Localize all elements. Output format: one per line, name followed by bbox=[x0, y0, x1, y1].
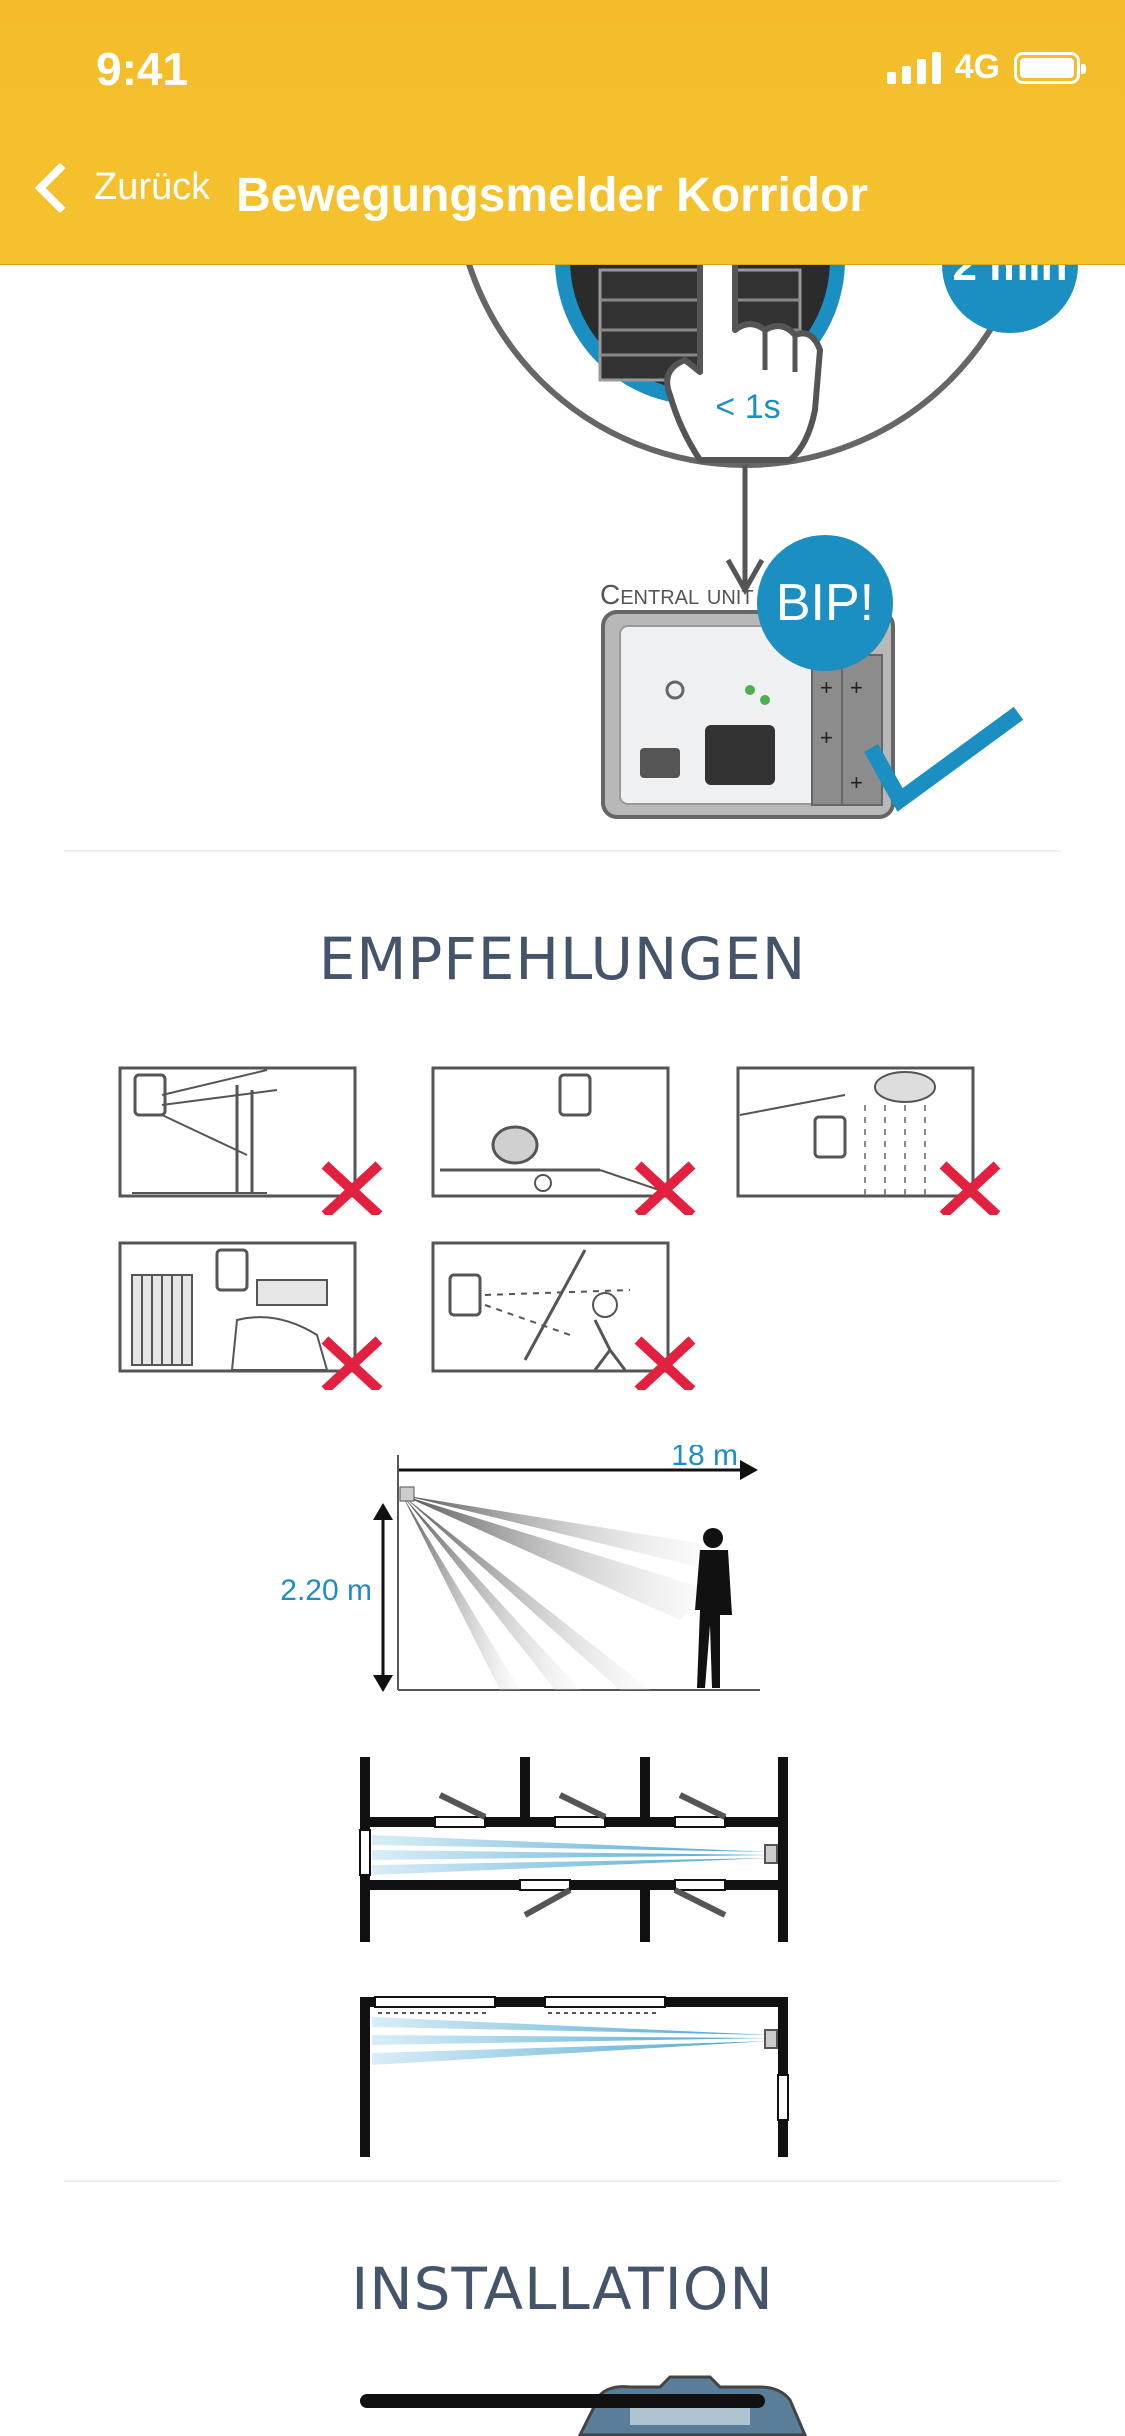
recommendation-heater bbox=[117, 1240, 387, 1390]
corridor-plan-windows bbox=[360, 1996, 789, 2157]
back-label: Zurück bbox=[94, 166, 211, 208]
range-height-label: 2.20 m bbox=[280, 1574, 372, 1607]
beep-label: BIP! bbox=[776, 574, 874, 632]
recommendation-rain bbox=[735, 1065, 1005, 1215]
home-indicator[interactable] bbox=[360, 2394, 765, 2408]
central-unit-label: Central unit bbox=[600, 579, 754, 610]
pairing-illustration: 2 min Central unit + + + + BIP! < 1s bbox=[466, 265, 1078, 819]
recommendation-window-glare bbox=[117, 1065, 387, 1215]
recommendation-person-glass bbox=[430, 1240, 700, 1390]
range-distance-label: 18 m bbox=[671, 1445, 738, 1472]
svg-text:+: + bbox=[850, 770, 863, 795]
warning-cross-icon bbox=[634, 1161, 696, 1215]
divider bbox=[64, 850, 1061, 852]
warning-cross-icon bbox=[321, 1161, 383, 1215]
svg-text:+: + bbox=[850, 675, 863, 700]
section-title-installation: INSTALLATION bbox=[351, 2255, 774, 2323]
signal-icon bbox=[886, 51, 941, 84]
hold-time-label: < 1s bbox=[715, 388, 780, 426]
warning-cross-icon bbox=[634, 1336, 696, 1390]
svg-text:+: + bbox=[820, 675, 833, 700]
section-title-recommendations: EMPFEHLUNGEN bbox=[318, 925, 807, 993]
battery-icon bbox=[1014, 51, 1086, 84]
chevron-left-icon bbox=[34, 162, 86, 213]
status-time: 9:41 bbox=[96, 43, 189, 95]
recommendation-kettle-steam bbox=[430, 1065, 700, 1215]
top-bar: 9:41 4G Zurück Bewegungsmelder Korridor bbox=[0, 0, 1125, 265]
back-button[interactable]: Zurück bbox=[24, 162, 211, 213]
warning-cross-icon bbox=[321, 1336, 383, 1390]
corridor-plan-doors bbox=[359, 1757, 788, 1942]
network-label: 4G bbox=[954, 48, 1000, 86]
timer-badge: 2 min bbox=[953, 265, 1068, 290]
status-indicators: 4G bbox=[886, 48, 1086, 87]
range-diagram: 18 m 2.20 m bbox=[280, 1445, 760, 1692]
svg-text:+: + bbox=[820, 725, 833, 750]
warning-cross-icon bbox=[939, 1161, 1001, 1215]
divider bbox=[64, 2180, 1061, 2182]
page-title: Bewegungsmelder Korridor bbox=[236, 169, 869, 222]
